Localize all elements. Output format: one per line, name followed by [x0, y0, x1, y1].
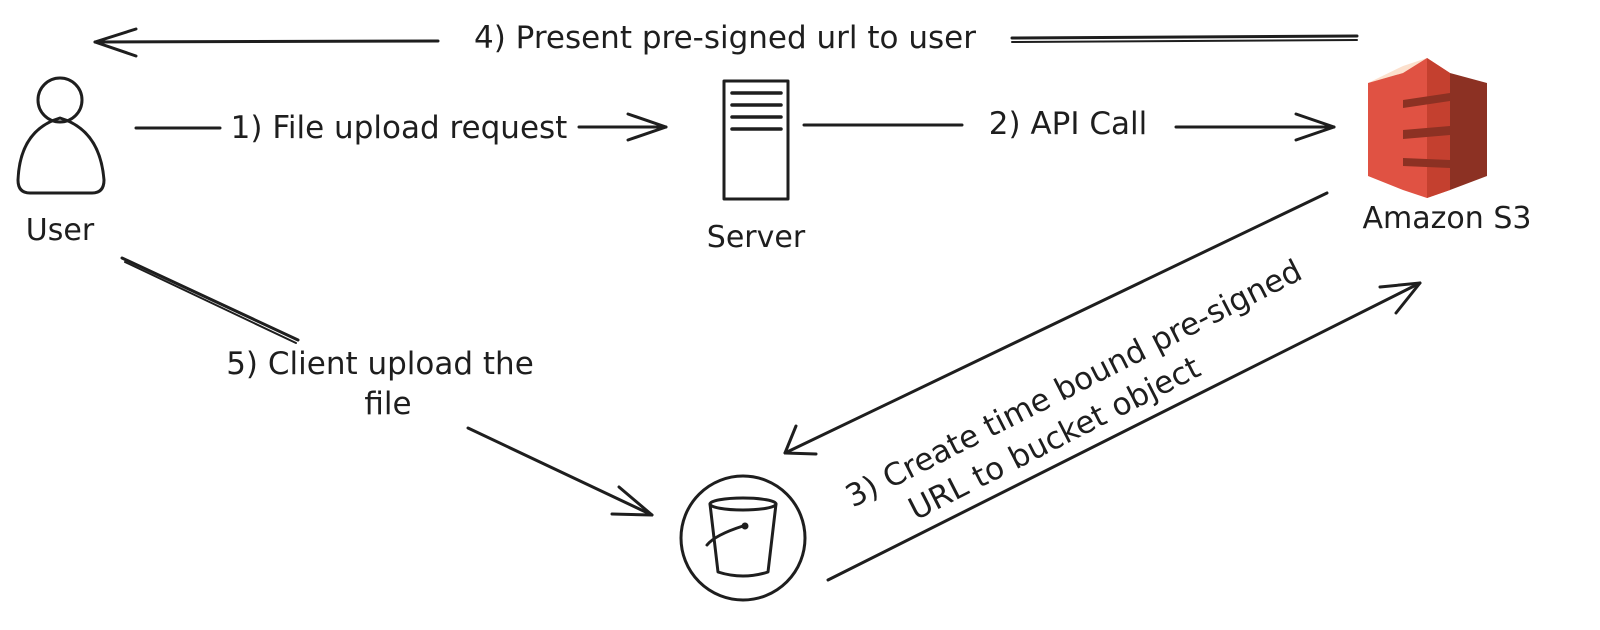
server-label: Server [707, 220, 806, 255]
user-node: User [16, 76, 106, 248]
bucket-node [679, 474, 807, 602]
user-icon [16, 76, 106, 195]
step5-label-line1: 5) Client upload the [226, 346, 534, 382]
amazon-s3-icon [1368, 58, 1487, 198]
bucket-icon [679, 474, 807, 602]
server-icon [722, 79, 790, 201]
edge-step1: 1) File upload request [134, 110, 668, 146]
step3-label-line1: 3) Create time bound pre-signed [840, 253, 1308, 515]
step4-label: 4) Present pre-signed url to user [474, 20, 976, 56]
step1-label: 1) File upload request [231, 110, 568, 146]
s3-label: Amazon S3 [1363, 201, 1532, 236]
user-label: User [26, 213, 95, 248]
edge-step3: 3) Create time bound pre-signed URL to b… [783, 191, 1422, 582]
server-node: Server [707, 79, 806, 255]
edge-step2: 2) API Call [802, 106, 1336, 142]
edge-step4: 4) Present pre-signed url to user [93, 20, 1359, 58]
edge-step5: 5) Client upload the file [120, 256, 654, 517]
step5-label-line2: file [364, 386, 411, 422]
s3-node: Amazon S3 [1363, 58, 1532, 236]
step2-label: 2) API Call [989, 106, 1147, 142]
